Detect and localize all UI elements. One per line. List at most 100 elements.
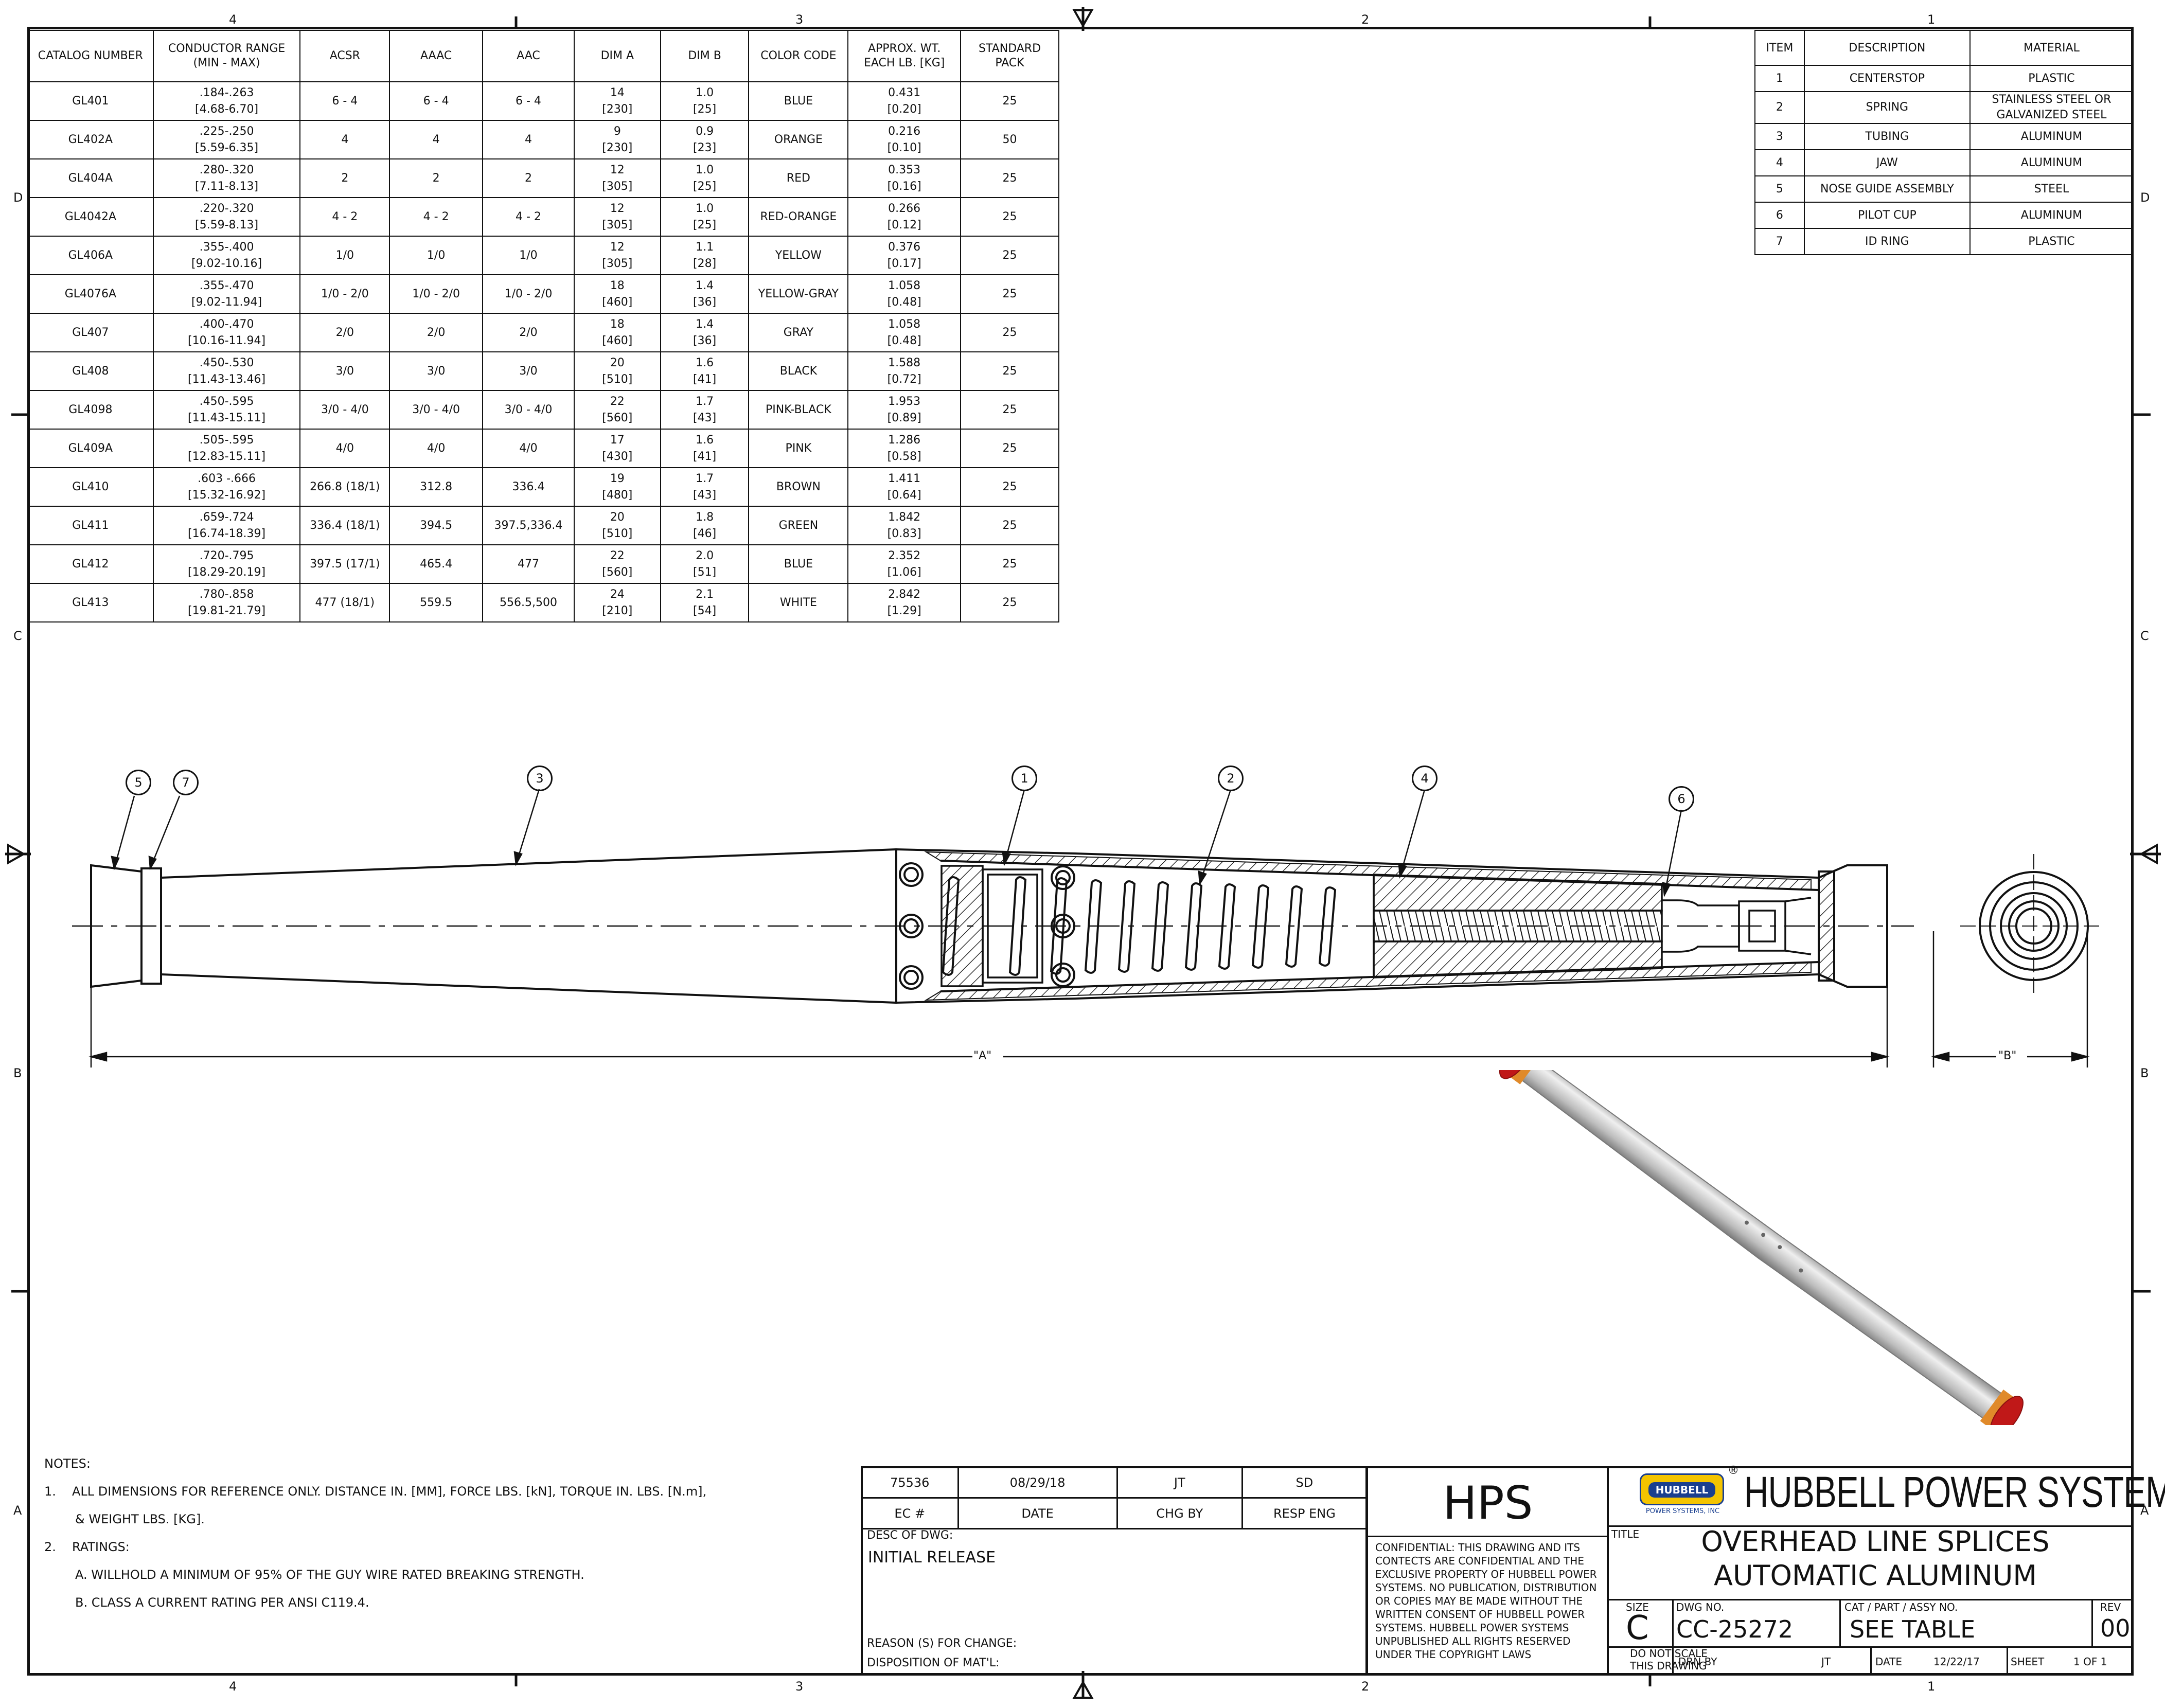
- col-approx-wt: APPROX. WT. EACH LB. [KG]: [847, 30, 962, 82]
- size-value: C: [1626, 1609, 1649, 1647]
- table-cell: 2/0: [389, 313, 483, 352]
- table-cell: 1.0 [25]: [660, 158, 750, 198]
- bom-cell: JAW: [1803, 149, 1971, 176]
- table-cell: 2.0 [51]: [660, 544, 750, 584]
- isometric-render: [1499, 1070, 2024, 1425]
- tb-vline-size: [1672, 1599, 1674, 1676]
- spring-coils: [942, 876, 1337, 976]
- table-cell: 0.266 [0.12]: [847, 197, 962, 237]
- cat-label: CAT / PART / ASSY NO.: [1844, 1601, 1958, 1613]
- hubbell-logo: HUBBELL POWER SYSTEMS, INC: [1638, 1472, 1728, 1518]
- bom-cell: 3: [1754, 123, 1805, 150]
- date-value: 12/22/17: [1933, 1656, 1980, 1668]
- balloon-6: 6: [1669, 786, 1694, 812]
- table-cell: GRAY: [748, 313, 849, 352]
- balloon-3: 3: [527, 766, 553, 791]
- crimp-dimples: [899, 862, 1075, 990]
- table-cell: 394.5: [389, 506, 483, 545]
- note-1-number: 1.: [44, 1484, 56, 1499]
- table-cell: 3/0: [299, 351, 391, 391]
- table-cell: GL401: [27, 81, 154, 121]
- rev-date-label: DATE: [957, 1497, 1118, 1529]
- table-cell: 477 (18/1): [299, 583, 391, 622]
- zone-right-a: A: [2140, 1503, 2149, 1518]
- table-cell: 25: [960, 429, 1059, 468]
- table-cell: GL4076A: [27, 274, 154, 314]
- table-cell: 4: [389, 120, 483, 159]
- bom-cell: PLASTIC: [1969, 228, 2134, 255]
- hps-divider: [1366, 1536, 1609, 1537]
- table-cell: 2: [389, 158, 483, 198]
- reason-label: REASON (S) FOR CHANGE:: [867, 1637, 1017, 1650]
- table-cell: 20 [510]: [573, 506, 661, 545]
- bom-cell: STAINLESS STEEL OR GALVANIZED STEEL: [1969, 91, 2134, 124]
- pilot-cup: [1662, 897, 1812, 955]
- note-1-continued: & WEIGHT LBS. [KG].: [75, 1512, 205, 1526]
- table-cell: 2.352 [1.06]: [847, 544, 962, 584]
- table-cell: 4 - 2: [389, 197, 483, 237]
- table-cell: BLUE: [748, 81, 849, 121]
- tb-line-2: [1607, 1599, 2134, 1600]
- table-cell: 25: [960, 467, 1059, 507]
- table-cell: 2/0: [482, 313, 575, 352]
- col-acsr: ACSR: [299, 30, 391, 82]
- title-line-2: AUTOMATIC ALUMINUM: [1714, 1559, 2037, 1592]
- table-cell: 1/0: [482, 236, 575, 275]
- table-cell: 1.411 [0.64]: [847, 467, 962, 507]
- catalog-table: CATALOG NUMBER CONDUCTOR RANGE (MIN - MA…: [27, 30, 1059, 622]
- chg-by-value: JT: [1116, 1466, 1243, 1499]
- bom-cell: TUBING: [1803, 123, 1971, 150]
- table-cell: 25: [960, 81, 1059, 121]
- table-cell: GL406A: [27, 236, 154, 275]
- col-color-code: COLOR CODE: [748, 30, 849, 82]
- catalog-header-row: CATALOG NUMBER CONDUCTOR RANGE (MIN - MA…: [27, 30, 1059, 82]
- table-row: GL412.720-.795 [18.29-20.19]397.5 (17/1)…: [27, 544, 1059, 584]
- title-label: TITLE: [1611, 1528, 1640, 1540]
- table-cell: GL408: [27, 351, 154, 391]
- table-cell: 0.376 [0.17]: [847, 236, 962, 275]
- zone-left-c: C: [13, 629, 22, 643]
- table-cell: .450-.595 [11.43-15.11]: [152, 390, 301, 430]
- table-cell: 1.7 [43]: [660, 390, 750, 430]
- resp-eng-value: SD: [1241, 1466, 1368, 1499]
- bom-cell: 4: [1754, 149, 1805, 176]
- revision-table: 75536 08/29/18 JT SD EC # DATE CHG BY RE…: [861, 1466, 1368, 1529]
- table-cell: WHITE: [748, 583, 849, 622]
- chg-by-label: CHG BY: [1116, 1497, 1243, 1529]
- zone-top-1: 1: [1927, 12, 1936, 27]
- table-cell: .450-.530 [11.43-13.46]: [152, 351, 301, 391]
- table-cell: 1.842 [0.83]: [847, 506, 962, 545]
- drn-by-label: DRN BY: [1678, 1656, 1717, 1668]
- table-cell: 3/0 - 4/0: [389, 390, 483, 430]
- balloon-2: 2: [1218, 766, 1244, 791]
- table-cell: 22 [560]: [573, 544, 661, 584]
- table-cell: .505-.595 [12.83-15.11]: [152, 429, 301, 468]
- table-cell: 1/0: [299, 236, 391, 275]
- cat-value: SEE TABLE: [1850, 1615, 1976, 1643]
- col-aaac: AAAC: [389, 30, 483, 82]
- zone-bottom-4: 4: [229, 1679, 237, 1694]
- rev-date-value: 08/29/18: [957, 1466, 1118, 1499]
- table-cell: 0.216 [0.10]: [847, 120, 962, 159]
- zone-right-c: C: [2140, 629, 2149, 643]
- table-cell: 1.588 [0.72]: [847, 351, 962, 391]
- ec-label: EC #: [861, 1497, 959, 1529]
- table-cell: 2: [299, 158, 391, 198]
- table-cell: 9 [230]: [573, 120, 661, 159]
- table-row: GL413.780-.858 [19.81-21.79]477 (18/1)55…: [27, 583, 1059, 622]
- table-cell: 4/0: [299, 429, 391, 468]
- zone-right-d: D: [2140, 190, 2150, 205]
- bom-cell: CENTERSTOP: [1803, 65, 1971, 92]
- note-2a: A. WILLHOLD A MINIMUM OF 95% OF THE GUY …: [75, 1568, 584, 1582]
- table-cell: RED: [748, 158, 849, 198]
- logo-subtitle: POWER SYSTEMS, INC: [1645, 1507, 1720, 1515]
